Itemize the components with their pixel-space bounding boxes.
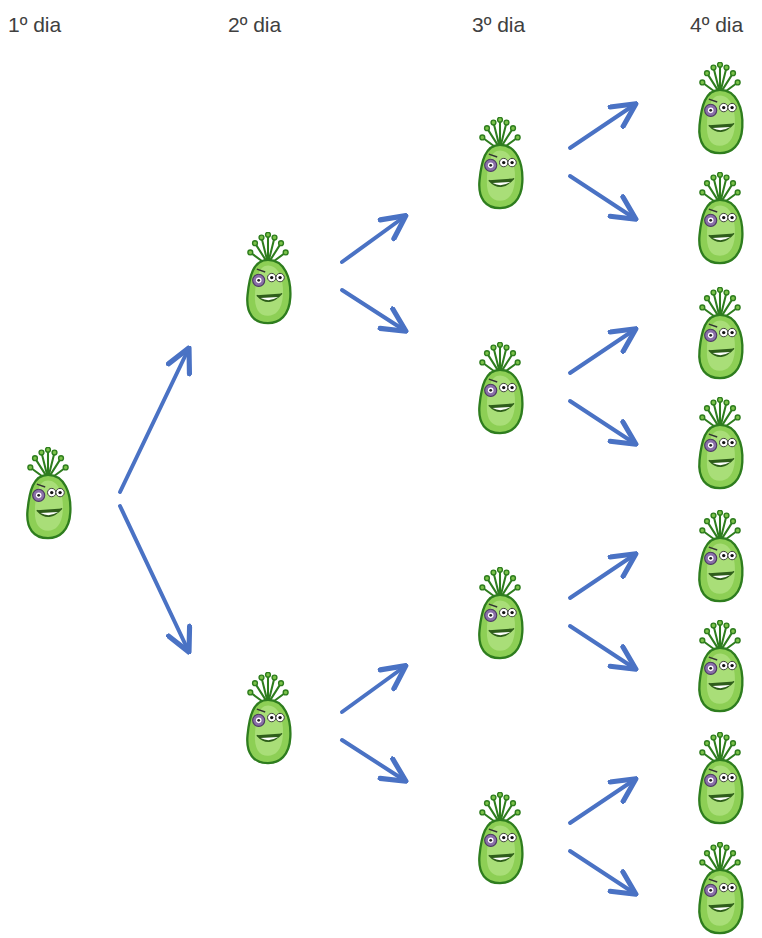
bacterium-icon xyxy=(699,62,742,153)
day-label: 2º dia xyxy=(228,12,281,37)
bacterium-icon xyxy=(479,342,522,433)
day-label: 4º dia xyxy=(690,12,743,37)
bacterium-icon xyxy=(247,232,290,323)
bacterium-icon xyxy=(479,567,522,658)
bacterium-icon xyxy=(479,792,522,883)
bacterium-icon xyxy=(699,732,742,823)
bacterium-icon xyxy=(699,397,742,488)
bacterium-icon xyxy=(699,287,742,378)
bacterium-icon xyxy=(27,447,70,538)
bacterium-icon xyxy=(247,672,290,763)
day-label: 1º dia xyxy=(8,12,61,37)
bacterium-icon xyxy=(699,842,742,933)
bacterium-icon xyxy=(479,117,522,208)
bacterium-icon xyxy=(699,172,742,263)
day-label: 3º dia xyxy=(472,12,525,37)
bacterium-icon xyxy=(699,620,742,711)
bacterium-icon xyxy=(699,510,742,601)
